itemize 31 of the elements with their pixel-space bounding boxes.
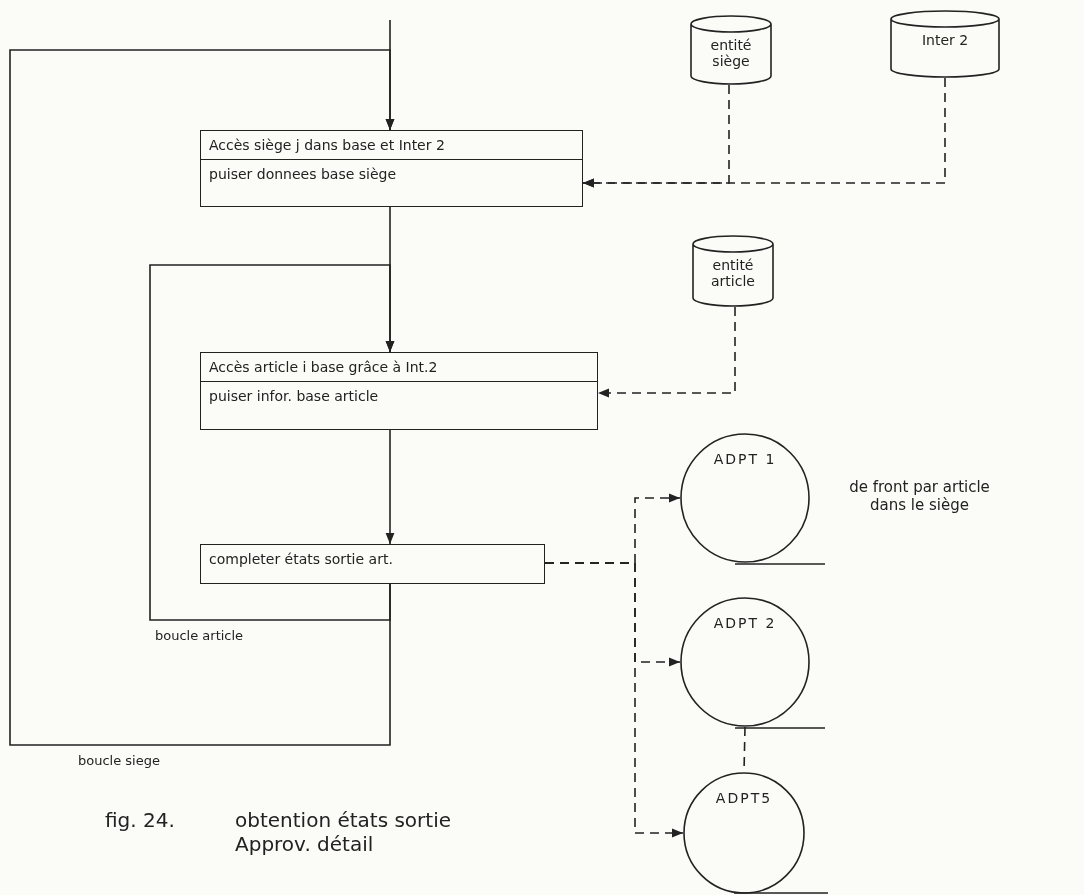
tape-file-symbol	[680, 597, 825, 729]
annotation: boucle article	[155, 628, 244, 643]
arrow	[9, 49, 395, 746]
process-box	[200, 544, 545, 584]
database-cylinder	[690, 15, 772, 85]
box-text: Accès siège j dans base et Inter 2	[208, 136, 446, 155]
circle-label: ADPT 1	[712, 451, 778, 467]
box-text: puiser donnees base siège	[201, 159, 582, 188]
circle-label: ADPT 2	[712, 615, 778, 631]
process-box	[200, 130, 583, 207]
figure-number: fig. 24.	[105, 808, 175, 832]
database-cylinder	[890, 10, 1000, 78]
tape-file-symbol	[683, 772, 828, 894]
database-cylinder	[692, 235, 774, 307]
arrow	[385, 429, 395, 545]
figure-caption: obtention états sortie Approv. détail	[235, 808, 453, 856]
arrow	[544, 562, 684, 838]
tape-file-symbol	[680, 433, 825, 565]
cylinder-label: entité article	[710, 257, 756, 289]
cylinder-label: Inter 2	[920, 32, 970, 48]
arrow	[582, 77, 946, 188]
cylinder-label: entité siège	[709, 37, 753, 69]
annotation: boucle siege	[78, 753, 160, 768]
box-text: puiser infor. base article	[201, 381, 597, 410]
annotation: de front par article dans le siège	[848, 478, 991, 514]
box-text: Accès article i base grâce à Int.2	[208, 358, 439, 377]
process-box	[200, 352, 598, 430]
arrow	[597, 306, 736, 398]
arrow	[149, 264, 395, 621]
circle-label: ADPT5	[714, 790, 774, 806]
box-text: completer états sortie art.	[208, 550, 394, 569]
